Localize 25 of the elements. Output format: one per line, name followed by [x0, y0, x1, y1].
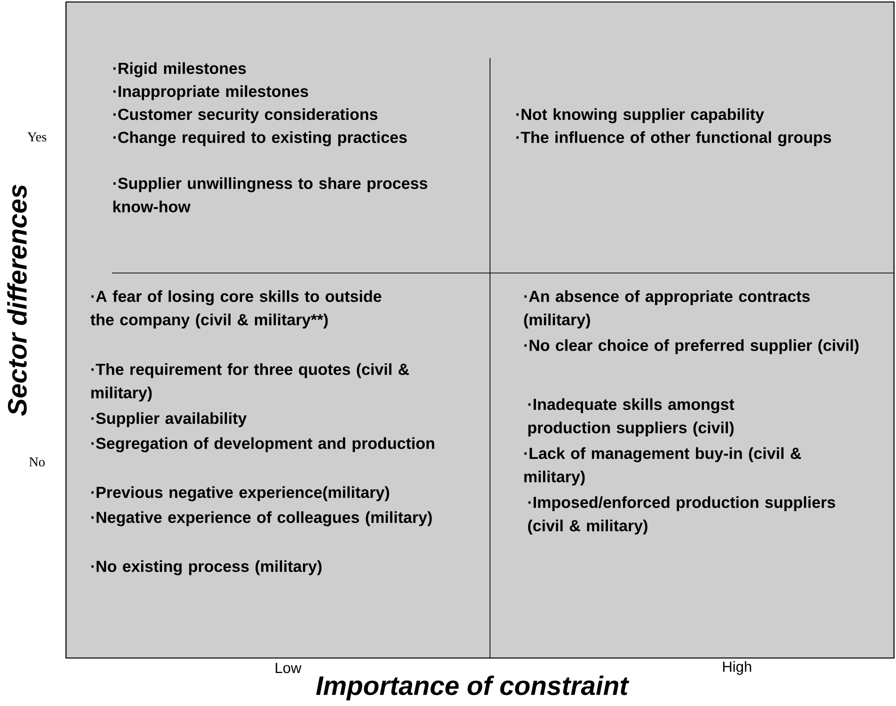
axis-label: Yes — [27, 132, 46, 142]
list-item: ·No clear choice of preferred supplier (civil) — [524, 339, 859, 354]
list-item: ·No existing process (military) — [91, 560, 322, 576]
list-item: ·Imposed/enforced production suppliers (civil & military) — [528, 496, 836, 535]
axis-label: High — [723, 661, 752, 675]
list-item: ·Inadequate skills amongst production suppliers (civil) — [528, 398, 734, 437]
list-item: ·Negative experience of colleagues (military) — [91, 511, 432, 526]
list-item: ·Supplier availability — [91, 412, 247, 428]
list-item: ·A fear of losing core skills to outside the company (civil & military**) — [90, 290, 382, 329]
list-item: ·Change required to existing practices — [113, 131, 407, 146]
list-item: ·Lack of management buy-in (civil & military) — [524, 447, 802, 486]
list-item: ·An absence of appropriate contracts (military) — [524, 290, 810, 329]
axis-label: Low — [276, 662, 302, 674]
list-item: ·The influence of other functional groups — [516, 131, 832, 146]
axis-title: Importance of constraint — [316, 676, 630, 700]
list-item: ·Supplier unwillingness to share process know-how — [113, 177, 428, 212]
list-item: ·Customer security considerations — [113, 108, 378, 124]
axis-label: No — [29, 458, 45, 466]
list-item: ·Rigid milestones — [113, 62, 246, 78]
list-item: ·Segregation of development and production — [91, 437, 434, 452]
list-item: ·Previous negative experience(military) — [91, 486, 390, 502]
list-item: ·Inappropriate milestones — [113, 85, 308, 100]
list-item: ·The requirement for three quotes (civil & military) — [91, 363, 409, 402]
list-item: ·Not knowing supplier capability — [516, 108, 764, 124]
axis-title: Sector differences — [7, 184, 27, 416]
